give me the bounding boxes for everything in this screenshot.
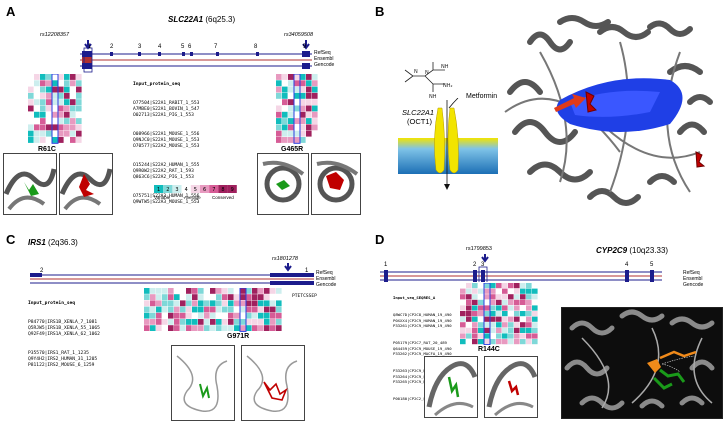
svg-text:N: N — [425, 70, 429, 76]
snp-right-label: rs34059508 — [284, 32, 314, 38]
alignment-block-c — [144, 288, 282, 332]
exon-4: 4 — [158, 44, 162, 50]
legend-cell — [163, 185, 173, 193]
snp-c-label: rs1801278 — [272, 256, 298, 262]
panel-a-gene-tracks — [80, 40, 312, 73]
exon-d-4: 4 — [625, 262, 629, 268]
alignment-block-d — [460, 283, 538, 345]
alignment-block-left — [28, 74, 82, 144]
legend-cell — [227, 185, 237, 193]
panel-a-gene-title: SLC22A1 (6q25.3) — [168, 15, 236, 24]
metformin-label: Metformin — [466, 93, 498, 100]
exon-d-1: 1 — [384, 262, 388, 268]
panel-b-label: B — [375, 4, 385, 19]
snp-left-label: rs12208357 — [40, 32, 70, 38]
legend-cell — [172, 185, 182, 193]
exon-5: 5 — [181, 44, 185, 50]
structure-thumb-wild-d — [424, 356, 478, 418]
oct1-protein-structure — [504, 15, 713, 206]
metformin-structure: N N NH NH₂ NH — [404, 62, 453, 100]
panel-c-label: C — [6, 232, 16, 247]
legend-number: 3 — [175, 187, 178, 193]
panel-c-gene-title: IRS1 (2q36.3) — [28, 238, 78, 247]
structure-thumb-mutant-right — [311, 153, 361, 215]
seq-c-tail: PTETCSSEP — [292, 294, 317, 299]
legend-number: 9 — [231, 187, 234, 193]
legend-number: 6 — [203, 187, 206, 193]
legend-cell — [200, 185, 210, 193]
alignment-block-right — [276, 74, 318, 144]
svg-text:NH₂: NH₂ — [443, 83, 453, 89]
snp-right-arrow — [302, 40, 310, 50]
exon-6: 6 — [188, 44, 192, 50]
svg-text:NH: NH — [429, 94, 437, 100]
snp-d-label: rs1799853 — [466, 246, 492, 252]
seq-list-d: Input_seq_SEQRES_A Q8WC7D|CP2C8_HUMAN_19… — [393, 295, 452, 401]
svg-text:N: N — [414, 69, 418, 75]
legend-number: 2 — [166, 187, 169, 193]
membrane-transporter-diagram — [398, 98, 498, 190]
legend-cell — [154, 185, 164, 193]
legend-cell — [190, 185, 200, 193]
panel-a-label: A — [6, 4, 16, 19]
legend-cell — [209, 185, 219, 193]
legend-number: 5 — [194, 187, 197, 193]
seq-list-a: Input_protein_seq O77504|S22A1_RABIT_1_5… — [133, 82, 200, 206]
exon-d-3: 3 — [481, 262, 485, 268]
transporter-gene-label: SLC22A1 — [402, 108, 435, 117]
structure-thumb-mutant-c — [241, 345, 305, 421]
exon-2: 2 — [110, 44, 114, 50]
panel-c-gene-tracks — [30, 263, 314, 285]
legend-number: 1 — [157, 187, 160, 193]
mutation-label-g465r: G465R — [281, 146, 304, 153]
legend-number: 4 — [185, 187, 188, 193]
mutation-label-r61c: R61C — [38, 146, 56, 153]
exon-d-5: 5 — [650, 262, 654, 268]
seq-list-c: Input_protein_seq P84770|IRS1B_XENLA_7_1… — [28, 301, 100, 369]
legend-number: 7 — [212, 187, 215, 193]
exon-3: 3 — [138, 44, 142, 50]
legend-number: 8 — [221, 187, 224, 193]
panel-d-gene-title: CYP2C9 (10q23.33) — [596, 246, 669, 255]
exon-8: 8 — [254, 44, 258, 50]
legend-cell — [218, 185, 228, 193]
structure-thumb-wild-c — [171, 345, 235, 421]
panel-d-label: D — [375, 232, 385, 247]
mutation-label-r144c: R144C — [478, 346, 500, 353]
pointer-arrow-icon — [554, 94, 586, 112]
legend-cell — [181, 185, 191, 193]
exon-9: 9 — [303, 44, 307, 50]
exon-c-1: 1 — [305, 268, 309, 274]
exon-c-2: 2 — [40, 268, 44, 274]
exon-7: 7 — [214, 44, 218, 50]
structure-thumb-wild-right — [257, 153, 309, 215]
svg-text:NH: NH — [441, 64, 449, 70]
exon-d-2: 2 — [473, 262, 477, 268]
structure-thumb-wild-left — [3, 153, 57, 215]
panel-d-gene-tracks — [380, 254, 662, 282]
structure-thumb-mutant-left — [59, 153, 113, 215]
exon-1: 1 — [88, 44, 92, 50]
mutation-label-g971r: G971R — [227, 333, 250, 340]
structure-thumb-mutant-d — [484, 356, 538, 418]
cyp2c9-protein-structure — [561, 307, 723, 419]
transporter-alias-label: (OCT1) — [407, 117, 432, 126]
